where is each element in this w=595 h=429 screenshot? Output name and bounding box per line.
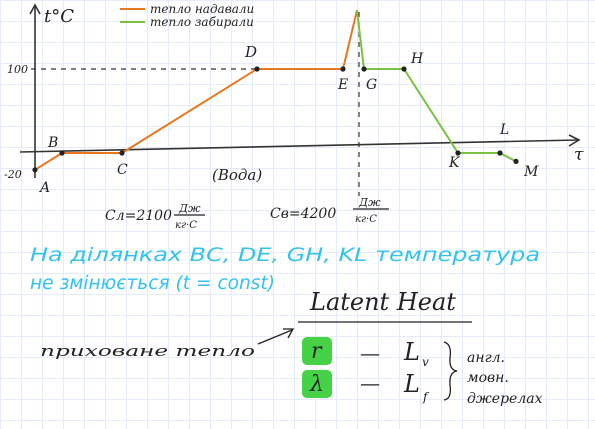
- point-L: [497, 150, 503, 156]
- point-label-H: H: [410, 51, 424, 67]
- heat-capacity-ice-label: Cл=2100: [105, 208, 172, 224]
- legend: тепло надавали тепло забирали: [120, 2, 254, 29]
- note-line-2: не змінюється (t = const): [30, 272, 275, 294]
- point-M: [513, 158, 519, 164]
- symbol-lambda: λ: [309, 372, 324, 397]
- lambda-highlight: [302, 370, 332, 398]
- legend-label-heating: тепло надавали: [150, 2, 254, 16]
- heat-capacity-water-unit-bottom: кг·С: [355, 214, 377, 225]
- point-label-E: E: [337, 77, 348, 93]
- heat-capacity-ice-unit-bottom: кг·С: [175, 220, 197, 231]
- L-vapor: L: [403, 338, 420, 366]
- point-K: [455, 150, 461, 156]
- heat-capacity-ice: Cл=2100 Дж кг·С: [105, 202, 205, 231]
- r-highlight: [302, 337, 332, 365]
- heat-capacity-water-label: Cв=4200: [270, 206, 336, 222]
- point-label-M: M: [523, 164, 539, 180]
- dash-lambda: —: [360, 371, 380, 395]
- heat-capacity-ice-unit-top: Дж: [178, 202, 201, 215]
- tick-minus-20: -20: [4, 168, 22, 181]
- L-fusion: L: [403, 370, 420, 398]
- y-axis-arrow: [29, 3, 41, 15]
- point-D: [254, 66, 260, 72]
- series-points: [32, 66, 519, 173]
- curly-brace: [443, 341, 458, 401]
- y-axis-label: t°C: [44, 6, 74, 27]
- point-C: [119, 150, 125, 156]
- point-B: [59, 150, 65, 156]
- point-A: [32, 167, 38, 173]
- point-label-D: D: [244, 43, 257, 61]
- point-label-K: K: [448, 155, 461, 171]
- legend-label-cooling: тепло забирали: [150, 15, 254, 29]
- symbol-r: r: [311, 339, 323, 364]
- x-axis: [19, 139, 579, 153]
- tick-100: 100: [7, 63, 28, 76]
- point-label-L: L: [499, 122, 509, 138]
- point-H: [401, 66, 407, 72]
- note-line-1: На ділянках BC, DE, GH, KL температура: [30, 244, 540, 266]
- bracket-note-2: мовн.: [467, 370, 509, 386]
- bracket-note-3: джерелах: [467, 391, 543, 407]
- arrow-head-icon: [283, 328, 295, 339]
- point-label-G: G: [366, 77, 377, 93]
- sub-v: v: [422, 355, 429, 369]
- latent-heat-title: Latent Heat: [309, 288, 456, 316]
- series-heating-line: [34, 9, 358, 171]
- point-E: [340, 66, 346, 72]
- substance-label: (Вода): [212, 166, 262, 184]
- heat-capacity-water: Cв=4200 Дж кг·С: [270, 196, 389, 225]
- point-label-C: C: [117, 162, 128, 178]
- x-axis-label: τ: [574, 145, 584, 165]
- bracket-note-1: англ.: [467, 350, 505, 366]
- hidden-heat-label: приховане тепло: [40, 342, 255, 360]
- point-label-A: A: [38, 180, 50, 196]
- dash-r: —: [360, 341, 380, 365]
- point-label-B: B: [47, 135, 58, 151]
- point-G: [361, 66, 367, 72]
- pointer-arrow-line: [257, 329, 293, 345]
- sub-f: f: [422, 390, 430, 404]
- series-cooling-line: [356, 10, 517, 163]
- heat-capacity-water-unit-top: Дж: [358, 196, 381, 209]
- x-axis-arrow: [568, 134, 581, 147]
